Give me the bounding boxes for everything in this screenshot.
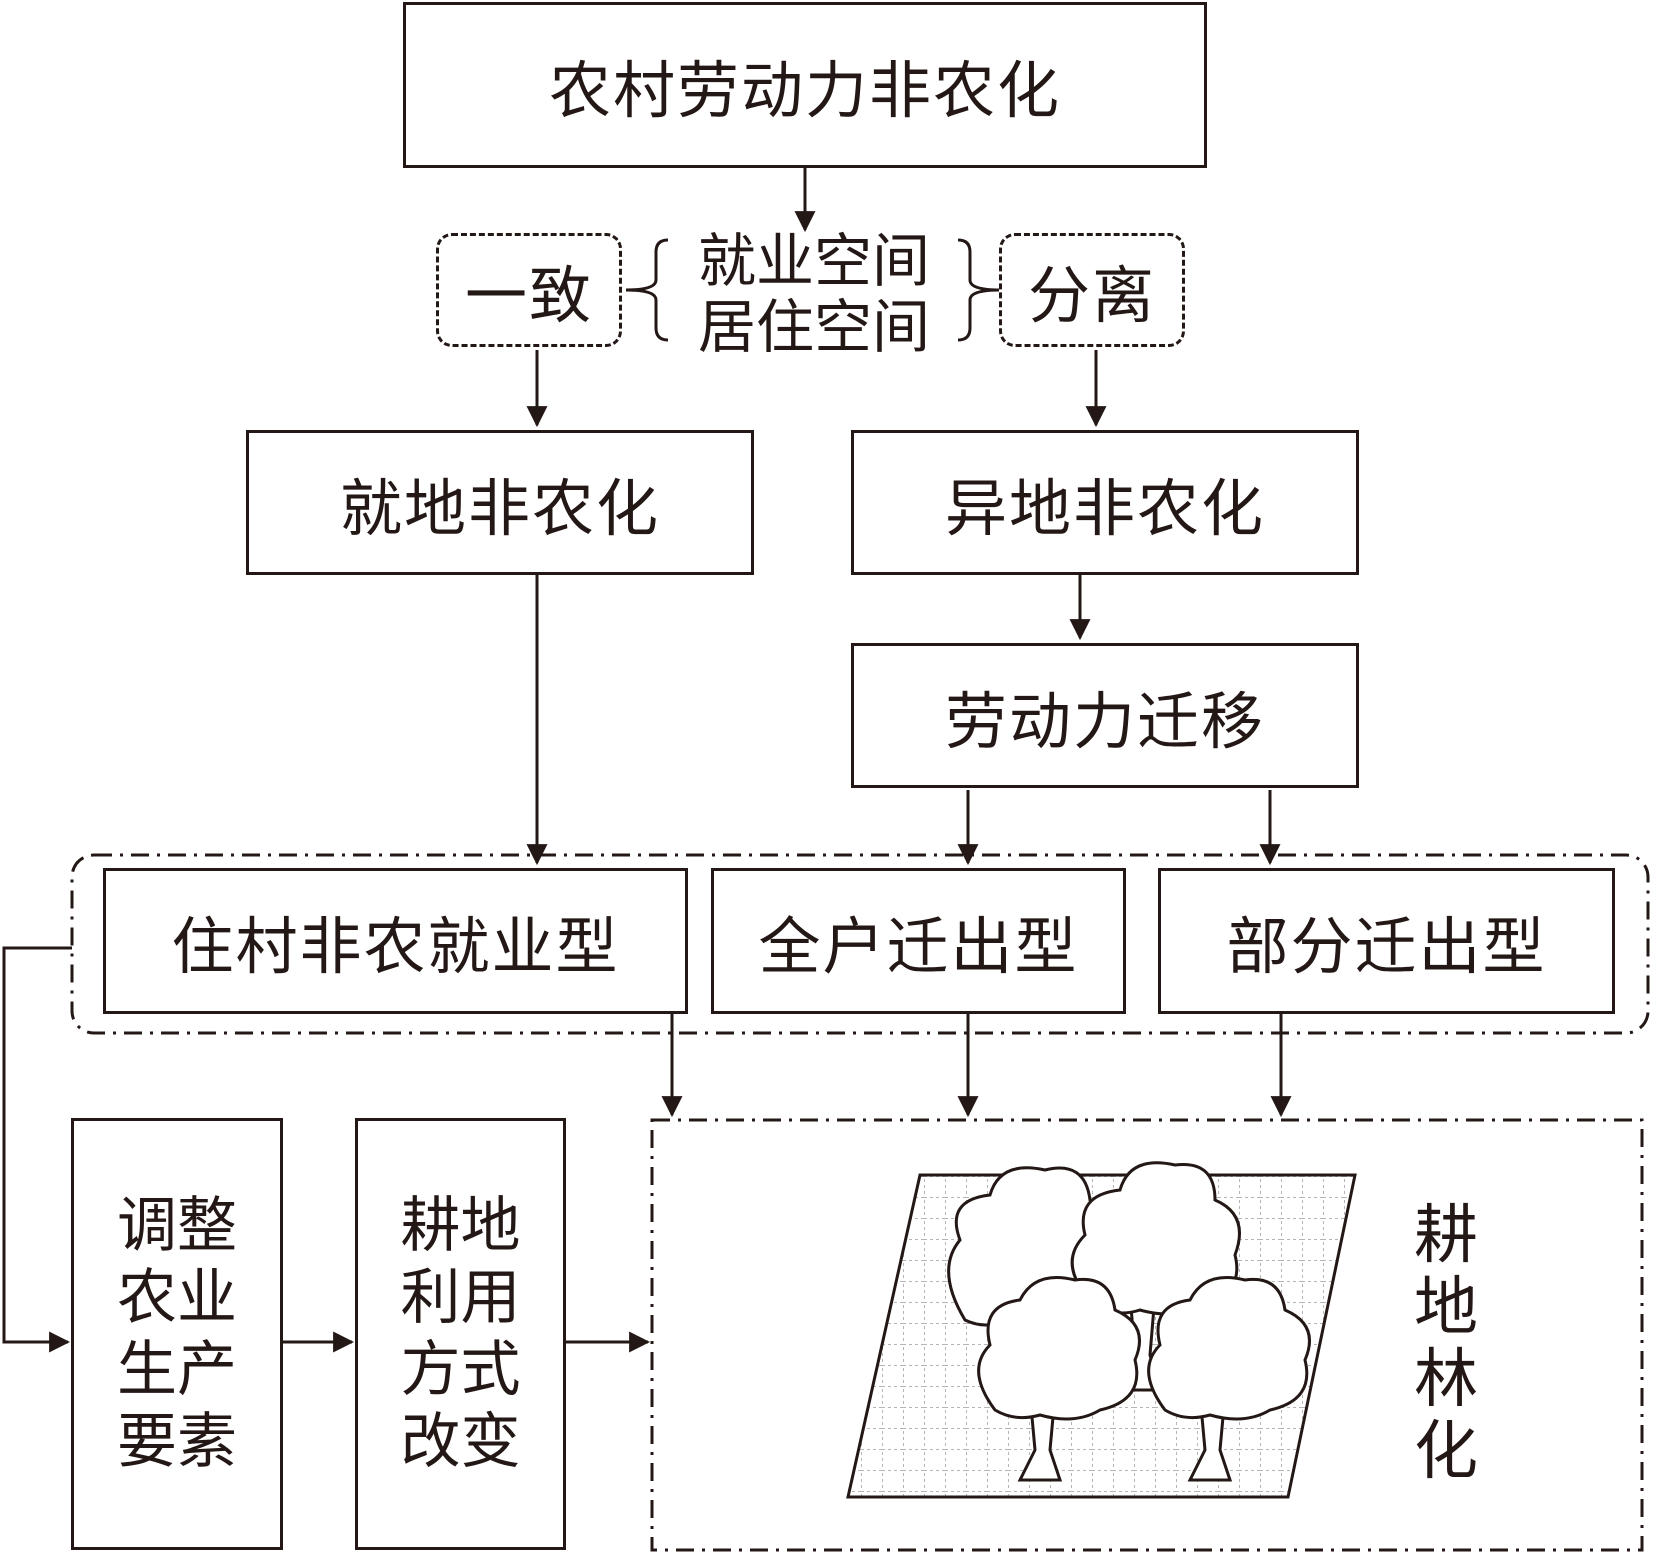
separate-tag: 分离 — [999, 233, 1185, 347]
landuse-change-line: 利用 — [400, 1263, 521, 1333]
afforestation-char: 化 — [1414, 1415, 1478, 1489]
employment-space-label: 就业空间 — [697, 227, 930, 295]
landuse-change-line: 方式 — [400, 1335, 521, 1405]
arrow-types-to-adjust — [2, 946, 72, 1353]
adjust-factors-box: 调整 农业 生产 要素 — [71, 1118, 283, 1550]
types-group-frame — [70, 853, 1650, 1035]
landuse-change-line: 耕地 — [400, 1191, 521, 1261]
local-nonfarm-box: 就地非农化 — [246, 430, 754, 575]
adjust-factors-line: 调整 — [117, 1191, 237, 1261]
adjust-factors-line: 要素 — [117, 1407, 237, 1477]
left-brace — [625, 238, 669, 342]
partial-type-label: 部分迁出型 — [1226, 910, 1547, 983]
residence-space-label: 居住空间 — [697, 293, 930, 361]
rural-labor-nonfarm-label: 农村劳动力非农化 — [548, 54, 1061, 127]
space-text: 就业空间 居住空间 — [676, 228, 952, 360]
rural-labor-nonfarm-box: 农村劳动力非农化 — [403, 2, 1207, 168]
consistent-label: 一致 — [464, 259, 593, 332]
right-brace — [957, 238, 1001, 342]
whole-household-type-box: 全户迁出型 — [711, 868, 1126, 1014]
connector-arrows — [2, 168, 1292, 1353]
whole-household-type-label: 全户迁出型 — [758, 910, 1079, 983]
afforestation-char: 林 — [1414, 1343, 1478, 1417]
adjust-factors-text: 调整 农业 生产 要素 — [117, 1190, 237, 1478]
separate-label: 分离 — [1027, 259, 1156, 332]
remote-nonfarm-label: 异地非农化 — [944, 471, 1265, 545]
labor-migration-box: 劳动力迁移 — [851, 643, 1359, 788]
landuse-change-text: 耕地 利用 方式 改变 — [401, 1190, 521, 1478]
labor-migration-label: 劳动力迁移 — [944, 684, 1265, 758]
result-frame — [650, 1118, 1644, 1552]
adjust-factors-line: 生产 — [117, 1335, 237, 1405]
afforestation-label: 耕 地 林 化 — [1406, 1200, 1486, 1488]
farmland-trees-icon — [846, 1161, 1357, 1499]
tree-icons — [947, 1161, 1311, 1482]
remote-nonfarm-box: 异地非农化 — [851, 430, 1359, 575]
landuse-change-box: 耕地 利用 方式 改变 — [355, 1118, 566, 1550]
tree-crown-icon — [977, 1276, 1141, 1421]
afforestation-char: 耕 — [1414, 1199, 1478, 1273]
stay-village-type-label: 住村非农就业型 — [171, 910, 620, 983]
landuse-change-line: 改变 — [400, 1407, 521, 1477]
stay-village-type-box: 住村非农就业型 — [103, 868, 688, 1014]
adjust-factors-line: 农业 — [117, 1263, 237, 1333]
partial-type-box: 部分迁出型 — [1158, 868, 1615, 1014]
afforestation-char: 地 — [1414, 1271, 1478, 1345]
tree-crown-icon — [1147, 1276, 1311, 1421]
consistent-tag: 一致 — [436, 233, 622, 347]
local-nonfarm-label: 就地非农化 — [339, 471, 660, 545]
